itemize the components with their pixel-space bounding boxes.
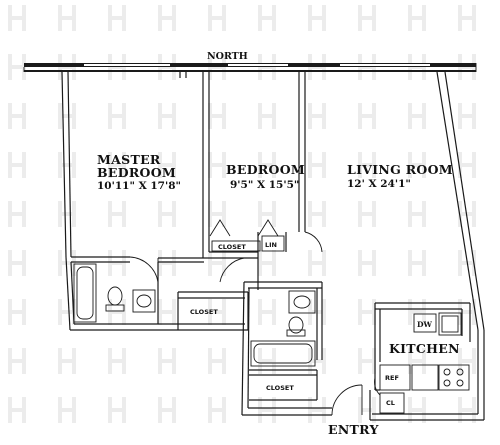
bedroom-name: BEDROOM [226, 162, 305, 177]
entry-closet-label: CL [386, 399, 395, 407]
refrigerator-label: REF [385, 374, 399, 382]
windows [84, 64, 430, 66]
master-bedroom-name-line1: MASTER [97, 152, 161, 167]
dishwasher-label: DW [417, 320, 433, 329]
north-label: NORTH [207, 51, 248, 62]
living-room-name: LIVING ROOM [347, 162, 453, 177]
linen-closet-label: LIN [265, 241, 277, 249]
living-room-dims: 12' X 24'1" [347, 178, 411, 190]
bedroom-closet-label: CLOSET [218, 243, 246, 251]
entry-label: ENTRY [328, 422, 379, 437]
master-closet-label: CLOSET [190, 308, 218, 316]
closet-outlines [211, 235, 285, 252]
bedroom-dims: 9'5" X 15'5" [230, 179, 299, 191]
doors [129, 219, 381, 416]
kitchen-name: KITCHEN [389, 341, 460, 356]
kitchen-fixtures [379, 312, 470, 414]
master-bedroom-dims: 10'11" X 17'8" [97, 180, 181, 192]
second-bath-fixtures [250, 290, 316, 367]
walls [61, 71, 485, 421]
bath-closet-label: CLOSET [266, 384, 294, 392]
master-bedroom-name-line2: BEDROOM [97, 165, 176, 180]
master-bath-fixtures [73, 263, 156, 323]
watermark-pattern [8, 5, 476, 423]
